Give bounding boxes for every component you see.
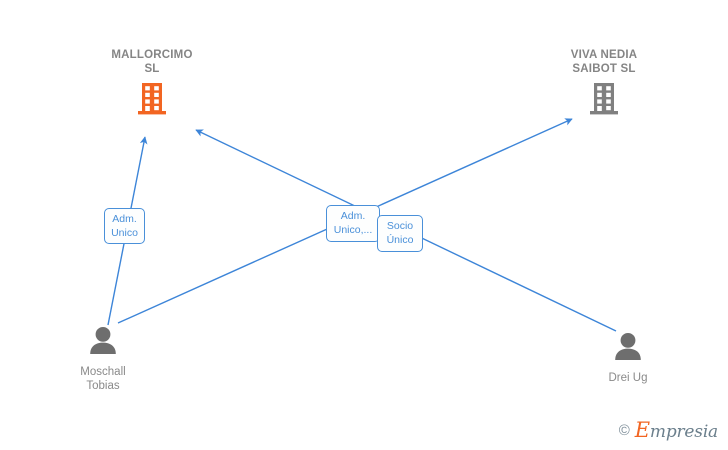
building-icon bbox=[524, 82, 684, 121]
person-node-drei-ug[interactable]: Drei Ug bbox=[558, 332, 698, 385]
person-label-moschall-tobias: Moschall Tobias bbox=[80, 366, 126, 392]
empresia-watermark: © Empresia bbox=[619, 418, 718, 442]
company-label-viva-nedia: VIVA NEDIA SAIBOT SL bbox=[570, 49, 638, 75]
person-label-drei-ug: Drei Ug bbox=[608, 372, 648, 384]
empresia-logo-rest: mpresia bbox=[649, 422, 718, 442]
copyright-symbol: © bbox=[618, 421, 630, 439]
relation-chip-adm-unico-left[interactable]: Adm. Unico bbox=[104, 208, 145, 244]
person-icon bbox=[558, 332, 698, 365]
person-icon bbox=[33, 326, 173, 359]
company-label-mallorcimo: MALLORCIMO SL bbox=[111, 49, 193, 75]
empresia-logo-initial: E bbox=[634, 418, 650, 442]
empresia-logo: Empresia bbox=[635, 418, 718, 442]
relation-chip-adm-unico-center[interactable]: Adm. Unico,... bbox=[326, 205, 380, 242]
company-node-mallorcimo[interactable]: MALLORCIMO SL bbox=[72, 48, 232, 121]
person-node-moschall-tobias[interactable]: Moschall Tobias bbox=[33, 326, 173, 393]
relation-chip-socio-unico[interactable]: Socio Único bbox=[377, 215, 423, 252]
building-icon bbox=[72, 82, 232, 121]
company-node-viva-nedia[interactable]: VIVA NEDIA SAIBOT SL bbox=[524, 48, 684, 121]
